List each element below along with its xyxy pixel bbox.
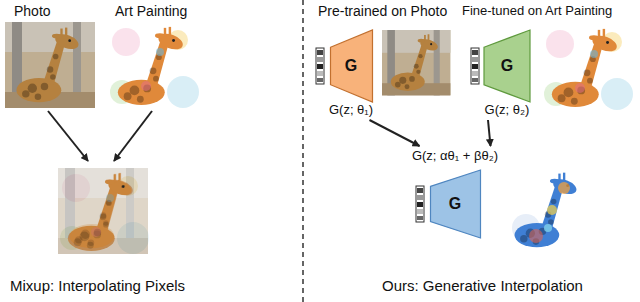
trapezoid-fill xyxy=(430,170,480,238)
generator-label: G xyxy=(484,30,530,102)
generator-trapezoid: G(z; αθ₁ + βθ₂) G xyxy=(410,148,501,238)
trapezoid-fill xyxy=(330,30,372,102)
text-label: Pre-trained on Photo xyxy=(318,3,447,19)
text-label: Photo xyxy=(14,3,51,19)
text-label: Ours: Generative Interpolation xyxy=(382,277,583,294)
generator-formula: G(z; θ₂) xyxy=(485,102,530,118)
generator-formula: G(z; αθ₁ + βθ₂) xyxy=(412,148,498,164)
generator-label: G xyxy=(330,30,372,102)
generator-formula: G(z; θ₁) xyxy=(329,102,373,118)
generator-trapezoid: GG(z; θ₁) xyxy=(327,30,376,118)
text-label: Art Painting xyxy=(115,3,187,19)
generator-trapezoid: GG(z; θ₂) xyxy=(482,30,532,118)
connector-arrow xyxy=(370,120,420,146)
text-label: Fine-tuned on Art Painting xyxy=(462,3,612,18)
trapezoid-fill xyxy=(484,30,530,102)
connector-arrow xyxy=(488,120,491,146)
text-label: Mixup: Interpolating Pixels xyxy=(10,277,185,294)
generator-label: G xyxy=(430,170,480,238)
